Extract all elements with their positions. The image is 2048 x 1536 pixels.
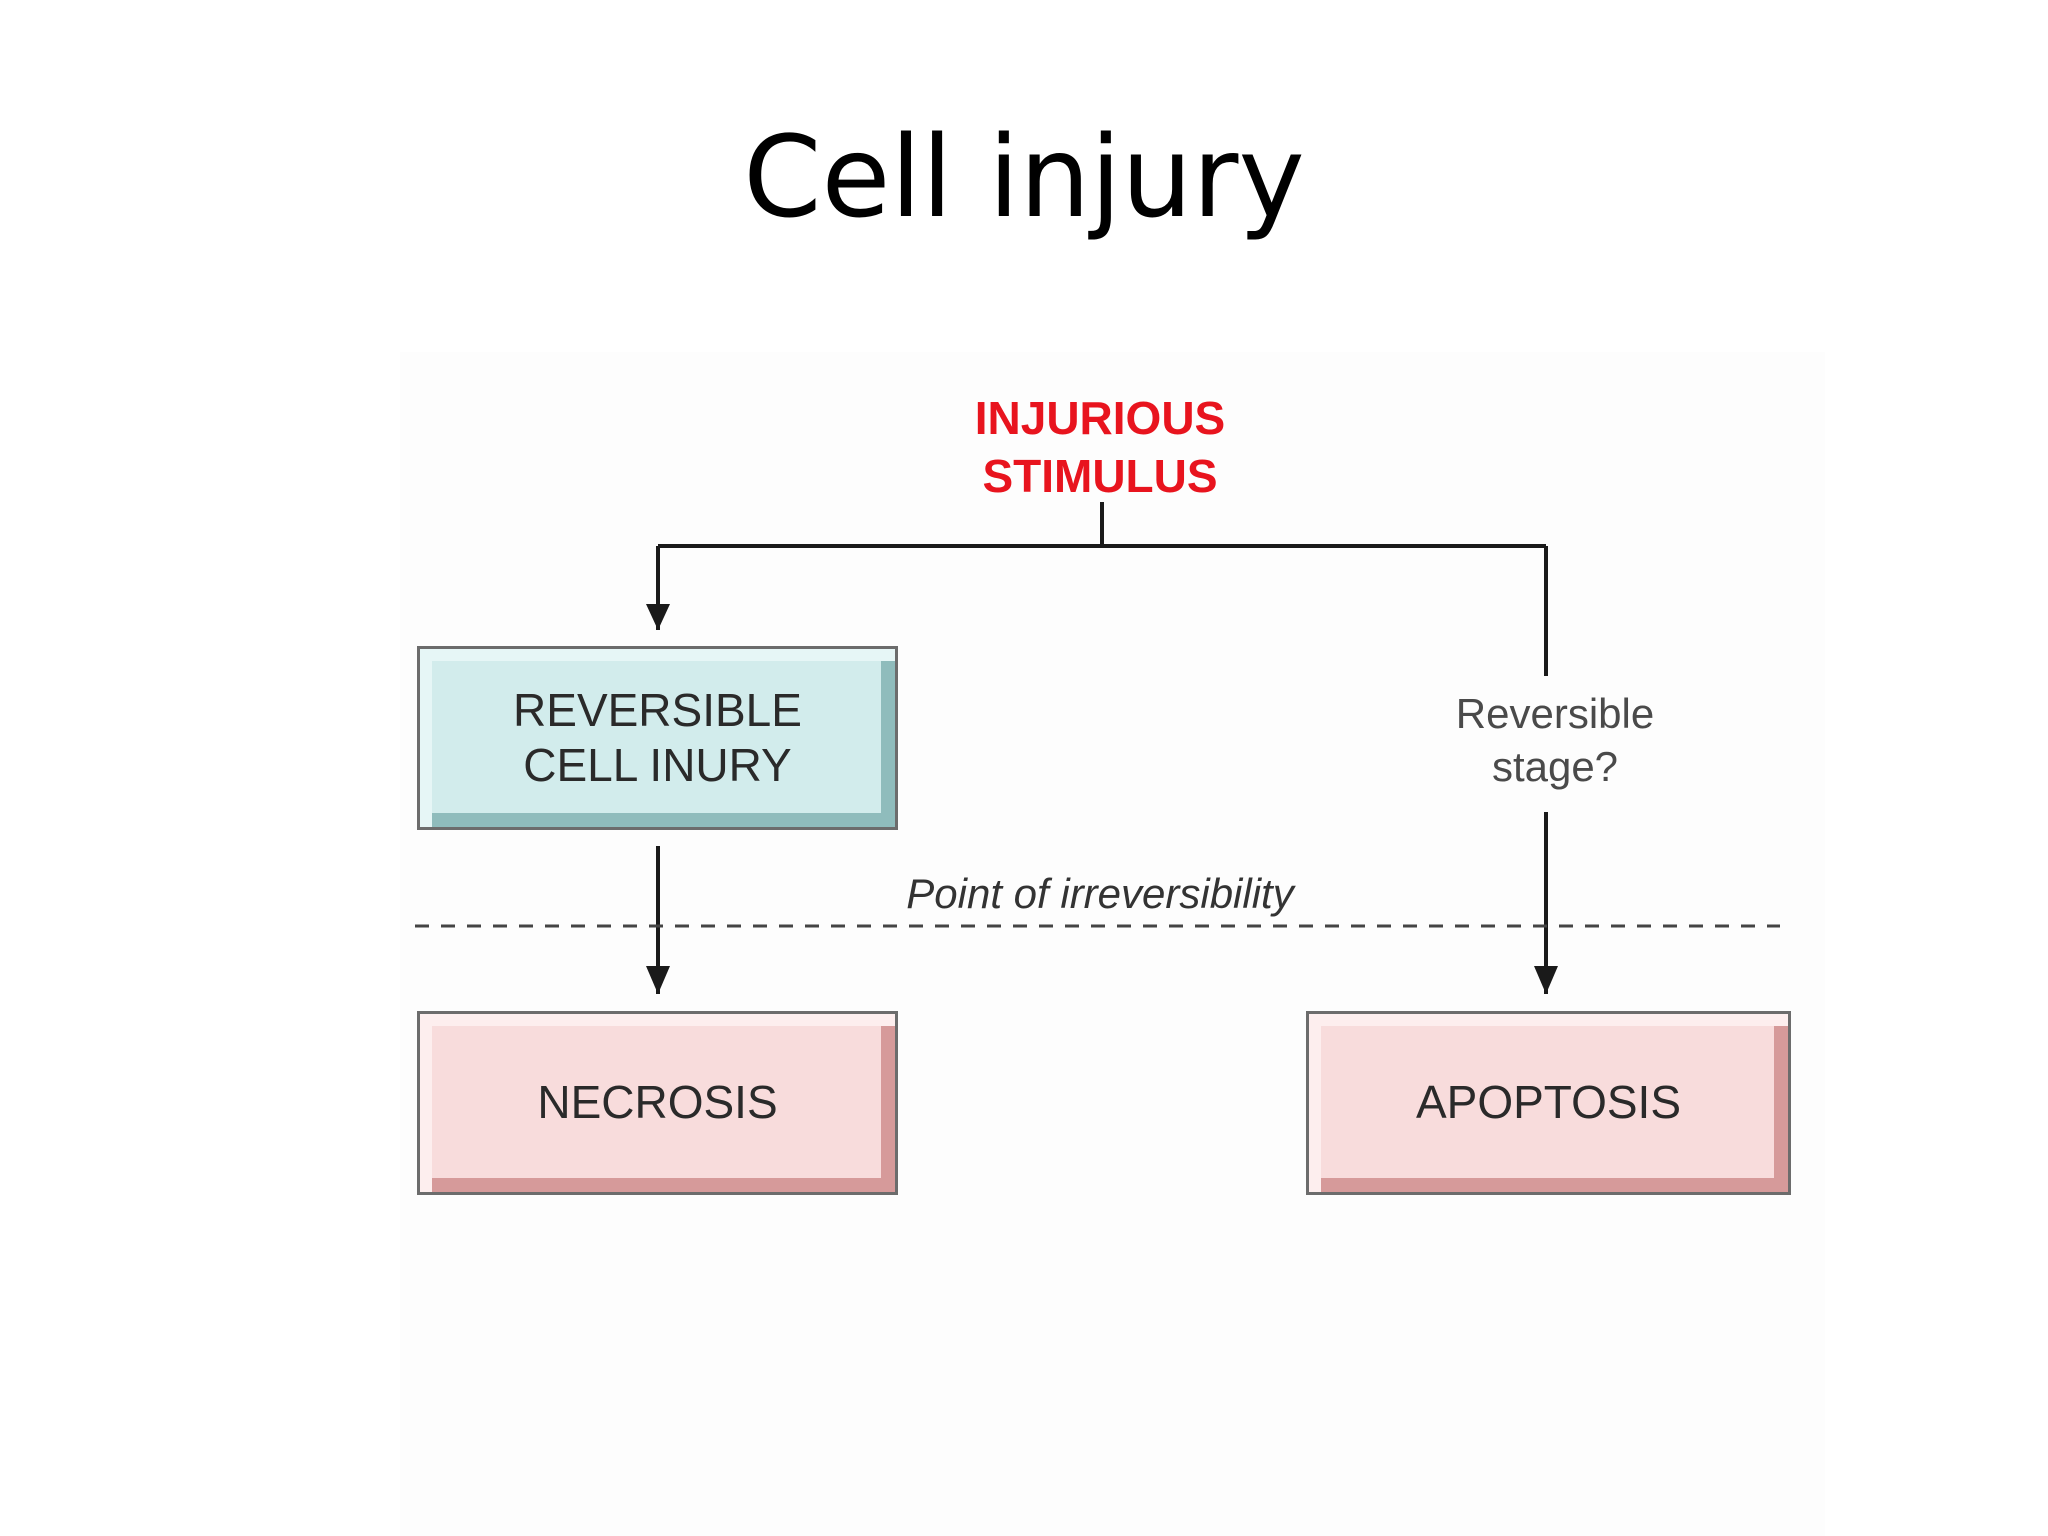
reversible-stage-line-1: Reversible — [1455, 690, 1655, 737]
arrow-to-reversible-head — [646, 604, 670, 630]
apoptosis-box-label: APOPTOSIS — [1415, 1076, 1682, 1129]
reversible-stage-line-2: stage? — [1491, 742, 1619, 790]
stimulus-line-1: INJURIOUS — [974, 392, 1226, 444]
arrow-to-necrosis-head — [646, 966, 670, 994]
injurious-stimulus-label: INJURIOUS STIMULUS — [950, 390, 1250, 505]
point-of-irreversibility-label: Point of irreversibility — [906, 870, 1294, 917]
reversible-box-line-1: REVERSIBLE — [513, 683, 802, 736]
necrosis-box-label: NECROSIS — [537, 1076, 778, 1129]
figure-background — [400, 352, 1825, 1536]
reversible-box-line-2: CELL INURY — [523, 739, 792, 791]
apoptosis-box: APOPTOSIS — [1306, 1011, 1791, 1195]
stimulus-line-2: STIMULUS — [982, 449, 1218, 502]
arrow-to-apoptosis-head — [1534, 966, 1558, 994]
slide-title: Cell injury — [743, 113, 1305, 243]
necrosis-box: NECROSIS — [417, 1011, 898, 1195]
reversible-stage-label: Reversible stage? — [1420, 688, 1690, 793]
reversible-cell-injury-box: REVERSIBLE CELL INURY — [417, 646, 898, 830]
